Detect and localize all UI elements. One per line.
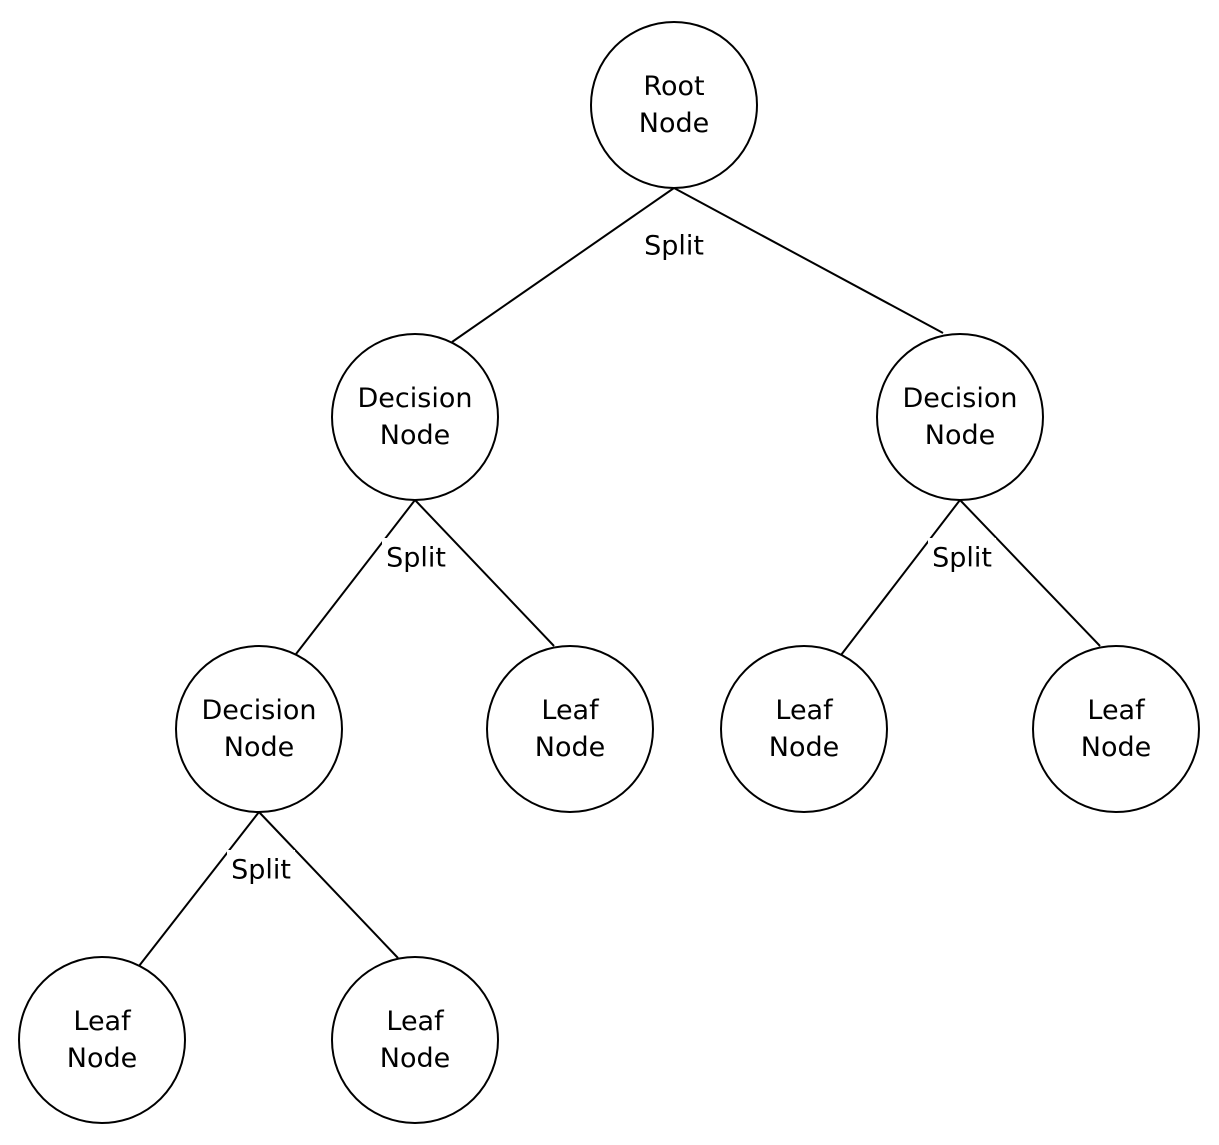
split-label-text: Split — [231, 855, 291, 886]
node-label-line: Node — [925, 420, 995, 451]
node-label-line: Node — [380, 420, 450, 451]
edges-layer — [138, 187, 1101, 967]
node-label-line: Leaf — [1087, 695, 1146, 726]
node-label-line: Decision — [202, 695, 317, 726]
node-circle — [331, 956, 499, 1124]
split-label-background — [227, 850, 295, 888]
node-circle — [486, 645, 654, 813]
node-label-line: Node — [67, 1043, 137, 1074]
edge-decision-right-to-leaf-right-left — [840, 499, 961, 656]
node-label-line: Leaf — [386, 1006, 445, 1037]
node-label-line: Node — [535, 732, 605, 763]
node-circle — [720, 645, 888, 813]
node-circle — [18, 956, 186, 1124]
node-label-line: Leaf — [541, 695, 600, 726]
node-circle — [590, 21, 758, 189]
edge-decision-right-to-leaf-right-right — [959, 499, 1101, 647]
node-label-line: Root — [643, 71, 704, 102]
edge-root-to-decision-left — [451, 187, 675, 343]
node-circle — [331, 333, 499, 501]
split-label-background — [382, 538, 450, 576]
split-label-decision-left: Split — [382, 538, 450, 576]
node-label-line: Node — [1081, 732, 1151, 763]
node-label-line: Decision — [358, 383, 473, 414]
node-circle — [175, 645, 343, 813]
edge-root-to-decision-right — [673, 187, 944, 334]
node-circle — [1032, 645, 1200, 813]
split-label-background — [928, 538, 996, 576]
edge-decision-left-child-to-leaf-bottom-right — [258, 811, 399, 959]
node-label-line: Node — [639, 108, 709, 139]
edge-decision-left-to-decision-left-child — [295, 499, 416, 655]
node-label-line: Leaf — [775, 695, 834, 726]
node-label-line: Node — [769, 732, 839, 763]
nodes-layer: RootNodeDecisionNodeDecisionNodeDecision… — [18, 21, 1200, 1124]
edge-decision-left-child-to-leaf-bottom-left — [138, 811, 260, 967]
split-label-decision-right: Split — [928, 538, 996, 576]
split-label-background — [640, 226, 708, 264]
split-label-text: Split — [932, 543, 992, 574]
split-label-text: Split — [644, 231, 704, 262]
node-label-line: Leaf — [73, 1006, 132, 1037]
split-label-root: Split — [640, 226, 708, 264]
edge-decision-left-to-leaf-left-right — [414, 499, 555, 647]
node-label-line: Decision — [903, 383, 1018, 414]
node-circle — [876, 333, 1044, 501]
node-label-line: Node — [224, 732, 294, 763]
split-label-decision-left-child: Split — [227, 850, 295, 888]
split-label-text: Split — [386, 543, 446, 574]
node-label-line: Node — [380, 1043, 450, 1074]
